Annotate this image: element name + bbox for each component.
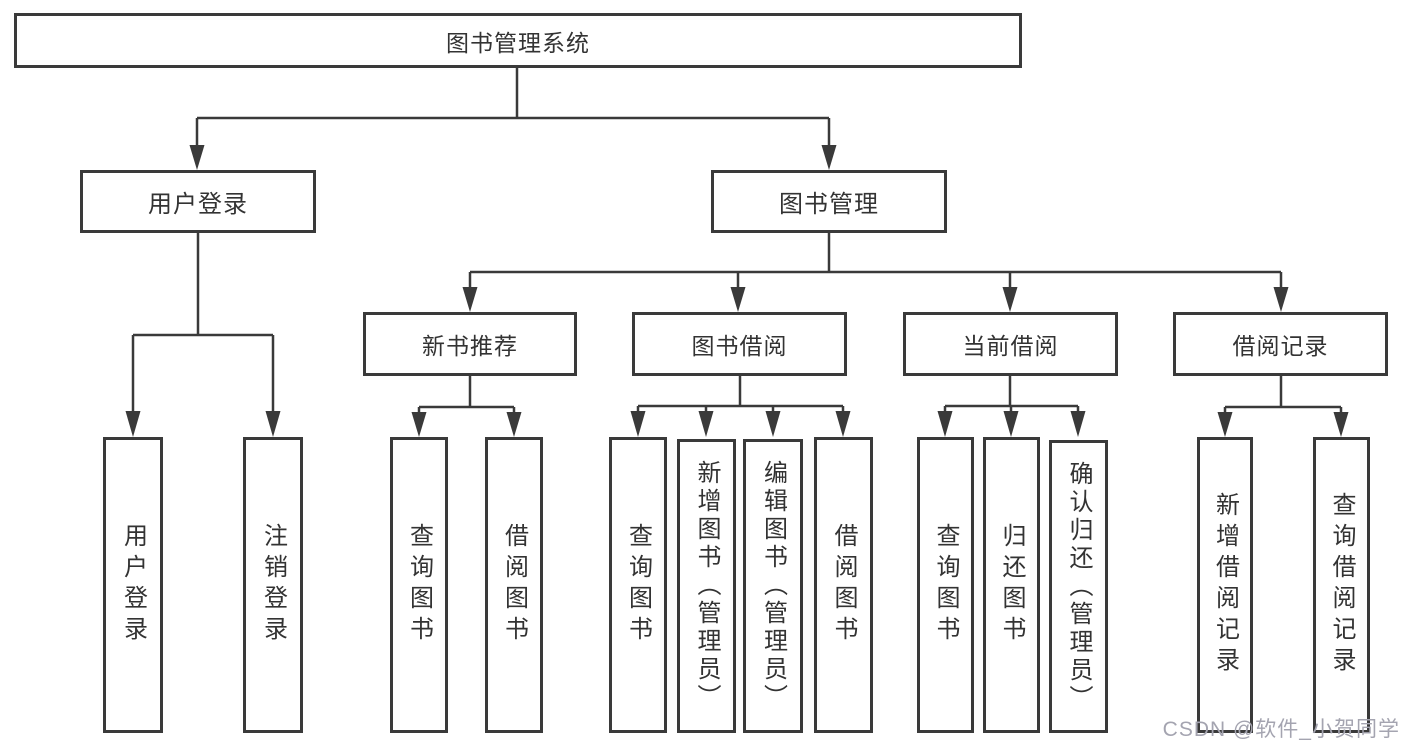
node-leaf-user-login: 用户登录 [103, 437, 163, 733]
node-cb-query-books: 查询图书 [917, 437, 974, 733]
node-br-add-record: 新增借阅记录 [1197, 437, 1253, 733]
node-current-borrowing: 当前借阅 [903, 312, 1118, 376]
node-leaf-logout: 注销登录 [243, 437, 303, 733]
node-new-book-recommend: 新书推荐 [363, 312, 577, 376]
node-bb-query-books: 查询图书 [609, 437, 667, 733]
node-user-login: 用户登录 [80, 170, 316, 233]
node-rec-borrow-books: 借阅图书 [485, 437, 543, 733]
node-book-management: 图书管理 [711, 170, 947, 233]
connector-book-borrowing-children [630, 376, 851, 437]
node-cb-return-books: 归还图书 [983, 437, 1040, 733]
connector-new-book-recommend-children [411, 376, 522, 437]
connector-current-borrowing-children [937, 376, 1086, 437]
node-bb-add-books: 新增图书（管理员） [677, 439, 736, 733]
node-rec-query-books: 查询图书 [390, 437, 448, 733]
node-root: 图书管理系统 [14, 13, 1022, 68]
node-br-query-record: 查询借阅记录 [1313, 437, 1370, 733]
connector-root-to-level2 [189, 68, 837, 170]
connector-user-login-children [125, 233, 281, 437]
connector-book-management-children [462, 233, 1289, 312]
connector-borrowing-records-children [1217, 376, 1349, 437]
csdn-watermark: CSDN @软件_小贺同学 [1162, 718, 1400, 741]
node-cb-confirm-return: 确认归还（管理员） [1049, 440, 1108, 733]
node-bb-borrow-books: 借阅图书 [814, 437, 873, 733]
node-borrowing-records: 借阅记录 [1173, 312, 1388, 376]
node-bb-edit-books: 编辑图书（管理员） [743, 439, 803, 733]
node-book-borrowing: 图书借阅 [632, 312, 847, 376]
